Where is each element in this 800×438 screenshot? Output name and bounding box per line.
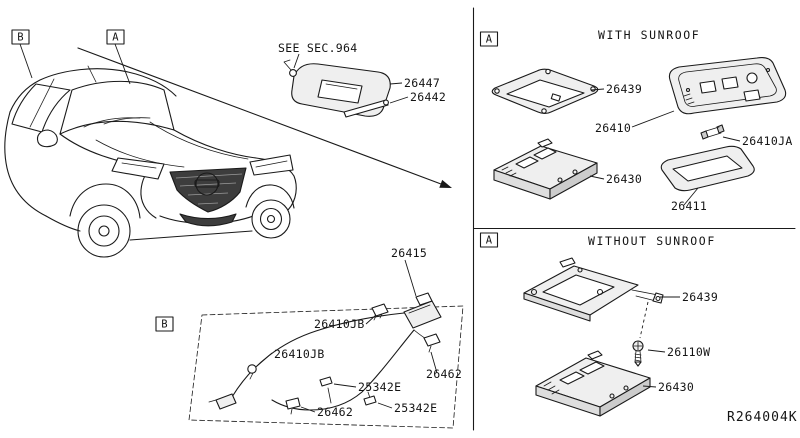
part-label-26439-ws: 26439 — [606, 82, 642, 96]
harness-boundary — [188, 305, 464, 429]
leader-26462-right — [430, 351, 438, 374]
part-label-26415: 26415 — [391, 246, 427, 260]
part-label-26411: 26411 — [671, 199, 707, 213]
leader-26410jb-1 — [365, 314, 377, 325]
map-lamp-illustration — [535, 350, 651, 417]
part-label-25342e-2: 25342E — [394, 401, 437, 415]
part-label-26110w: 26110W — [667, 345, 710, 359]
part-label-26447: 26447 — [404, 76, 440, 90]
brand-emblem-icon — [195, 172, 219, 196]
part-label-26410jb-1: 26410JB — [314, 317, 365, 331]
part-label-26410: 26410 — [595, 121, 631, 135]
sunroof-finisher-frame-illustration — [491, 68, 599, 115]
callout-a-with-sunroof: A — [479, 31, 499, 47]
callout-b-harness: B — [155, 316, 174, 332]
with-sunroof-title: WITH SUNROOF — [598, 28, 700, 42]
callout-b-label: B — [17, 32, 24, 44]
leader-26410ja — [722, 136, 741, 142]
leader-26430-wos — [642, 385, 657, 388]
leader-25342e-1 — [333, 383, 357, 388]
part-label-26430-wos: 26430 — [658, 380, 694, 394]
callout-a-label: A — [112, 32, 119, 44]
callout-b-label: B — [161, 319, 168, 331]
part-label-26430-ws: 26430 — [606, 172, 642, 186]
callout-a-label: A — [486, 235, 493, 247]
part-label-26462-bottom: 26462 — [317, 405, 353, 419]
part-label-26442: 26442 — [410, 90, 446, 104]
harness-illustration — [208, 292, 442, 415]
diagram-id: R264004K — [727, 410, 798, 425]
leader-26415 — [404, 259, 417, 297]
see-sec-note: SEE SEC.964 — [278, 41, 357, 55]
leader-25342e-2 — [377, 402, 393, 409]
bracket-illustration — [523, 257, 664, 322]
leader-26439-ws — [590, 88, 605, 91]
part-label-26410ja: 26410JA — [742, 134, 793, 148]
callout-a-without-sunroof: A — [479, 232, 499, 248]
leader-26410jb-2 — [256, 352, 273, 367]
leader-26430-ws — [589, 175, 605, 180]
vehicle-illustration — [4, 65, 297, 258]
leader-26411 — [683, 187, 699, 206]
sun-visor-illustration — [283, 53, 409, 118]
leader-26410 — [631, 110, 675, 128]
part-label-25342e-1: 25342E — [358, 380, 401, 394]
overhead-console-illustration — [668, 57, 787, 115]
main-arrow — [77, 47, 452, 188]
leader-26462-bottom — [300, 406, 316, 413]
sunroof-map-lamp-illustration — [493, 138, 598, 200]
part-label-26439-wos: 26439 — [682, 290, 718, 304]
leader-26110w — [647, 349, 666, 353]
screw-illustration — [632, 301, 649, 367]
callout-a-top: A — [106, 29, 131, 85]
lens-illustration — [660, 145, 755, 192]
callout-b-top: B — [11, 29, 33, 79]
without-sunroof-title: WITHOUT SUNROOF — [588, 234, 716, 248]
callout-a-label: A — [486, 34, 493, 46]
bulb-illustration — [700, 124, 725, 140]
part-label-26462-right: 26462 — [426, 367, 462, 381]
part-label-26410jb-2: 26410JB — [274, 347, 325, 361]
